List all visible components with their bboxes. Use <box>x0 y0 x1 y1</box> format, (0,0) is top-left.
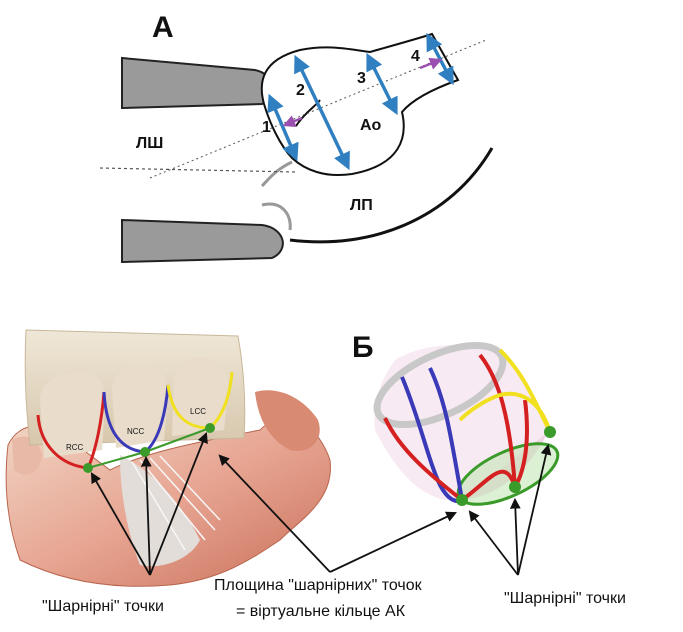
hinge-point-2 <box>140 447 150 457</box>
panel-b-label: Б <box>352 331 374 364</box>
hinge-points-right-label: "Шарнірні" точки <box>504 590 626 607</box>
mitral-leaflet-upper <box>262 162 292 186</box>
cusp-label-rcc: RCC <box>66 443 84 452</box>
lv-dotted-line <box>100 168 296 172</box>
measure-label-1: 1 <box>262 119 271 136</box>
hinge-point-3 <box>205 423 215 433</box>
plane-caption-line2: = віртуальне кільце АК <box>236 603 406 620</box>
measure-label-3: 3 <box>357 70 366 87</box>
aortic-root-outline <box>262 34 458 175</box>
cusp-label-ncc: NCC <box>127 427 145 436</box>
left-ventricle-label: ЛШ <box>136 135 163 152</box>
crown-hinge-point-3 <box>544 426 556 438</box>
valve-crown-schematic <box>366 329 567 517</box>
hinge-points-left-label: "Шарнірні" точки <box>42 598 164 615</box>
hinge-point-1 <box>83 463 93 473</box>
panel-a-label: А <box>152 11 174 44</box>
panel-b: Б RCC <box>6 329 626 620</box>
plane-caption-line1: Площина "шарнірних" точок <box>214 577 423 594</box>
upper-septum <box>122 58 272 108</box>
lower-septum <box>122 220 283 262</box>
measure-label-2: 2 <box>296 82 305 99</box>
crown-hinge-point-1 <box>456 494 468 506</box>
crown-hinge-point-2 <box>509 481 521 493</box>
panel-a: А 1 2 3 4 Ao ЛШ ЛП <box>100 11 492 262</box>
left-atrium-label: ЛП <box>350 197 373 214</box>
aorta-label: Ao <box>360 117 382 134</box>
cusp-label-lcc: LCC <box>190 407 206 416</box>
measure-label-4: 4 <box>411 48 420 65</box>
aortic-valve-anatomy-image: RCC NCC LCC <box>6 330 330 586</box>
